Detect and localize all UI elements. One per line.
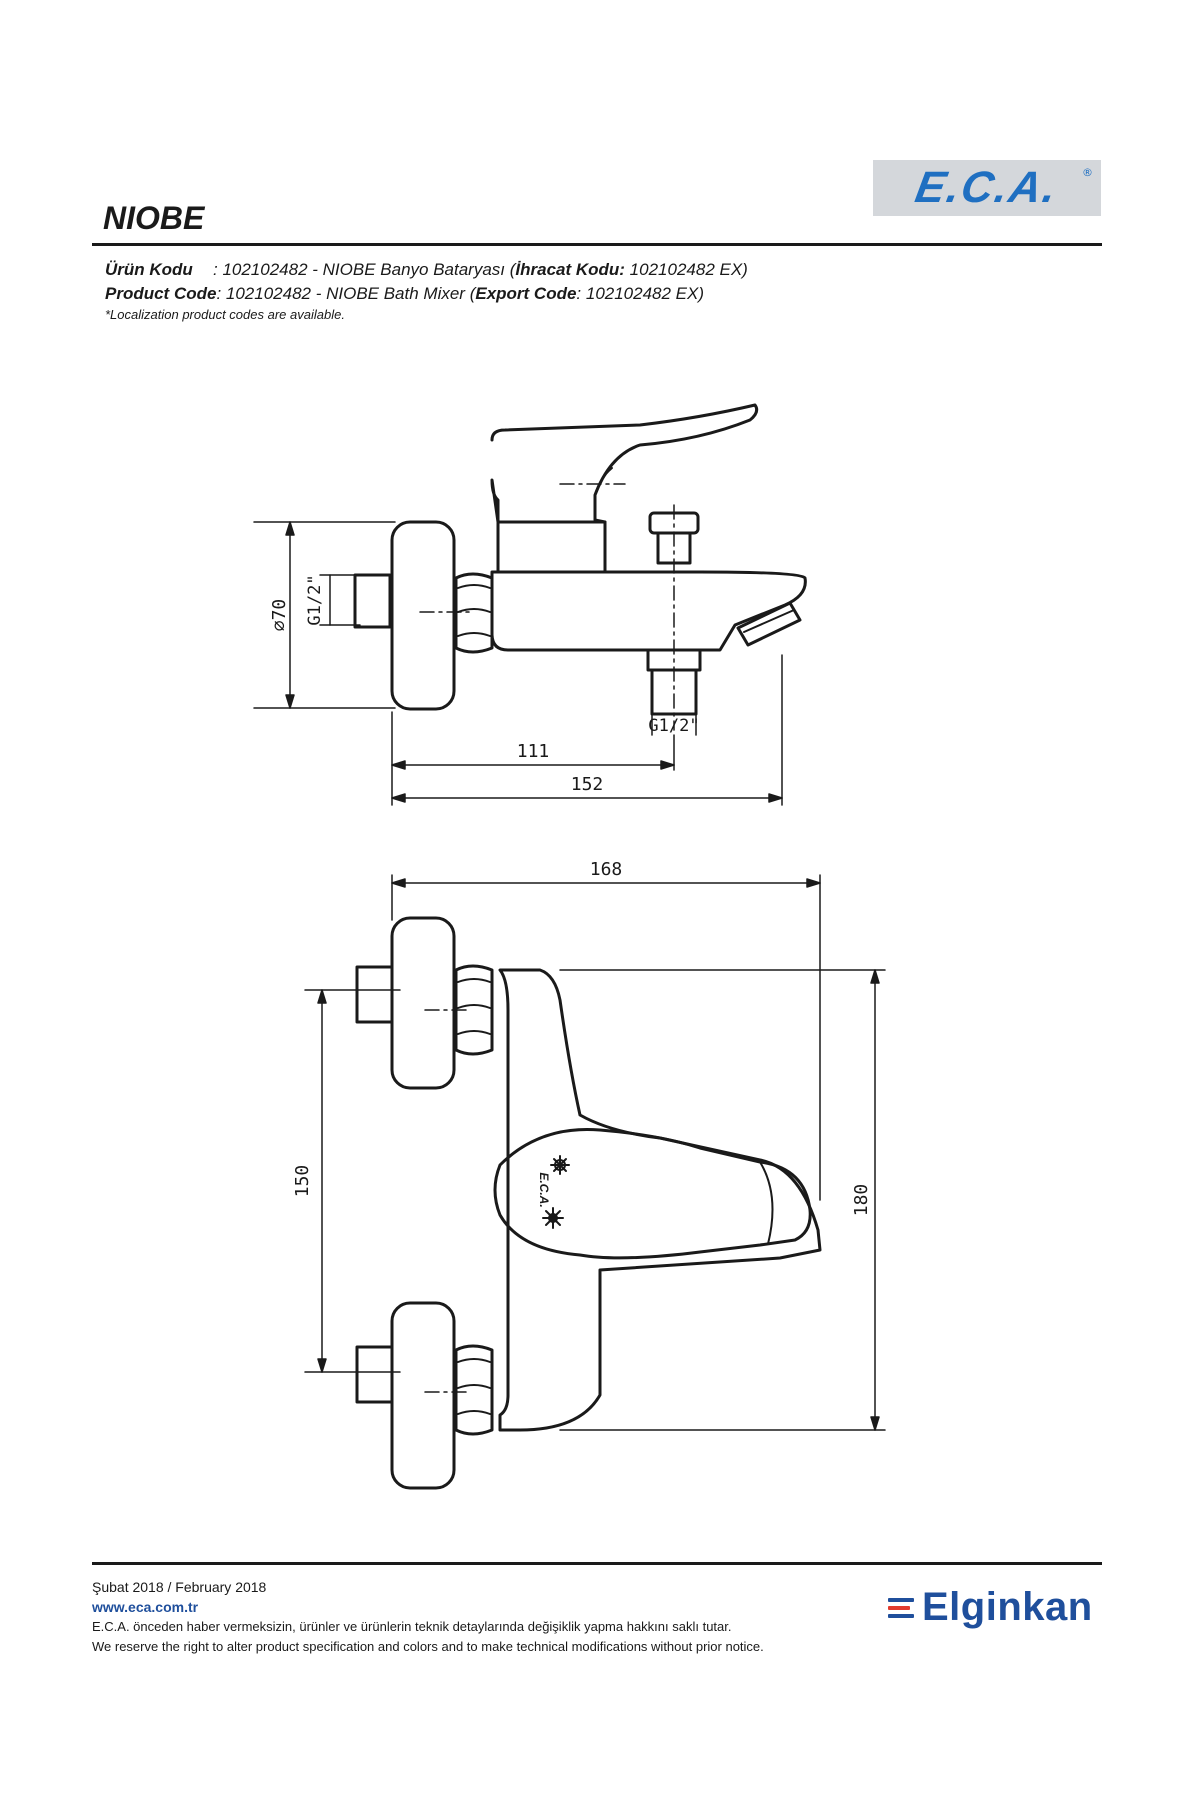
- elginkan-wordmark: Elginkan: [922, 1585, 1093, 1629]
- dim-inlet-thread: G1/2": [305, 574, 325, 625]
- dim-180: 180: [851, 1184, 872, 1217]
- dim-150: 150: [292, 1165, 313, 1198]
- upper-inlet-pipe: [355, 965, 394, 1024]
- code-value-en: : 102102482 - NIOBE Bath Mixer (: [216, 284, 476, 303]
- footer-divider: [92, 1562, 1102, 1565]
- wall-flange: [390, 520, 456, 711]
- outlet-pipe: [650, 668, 698, 716]
- export-label-en: Export Code: [475, 284, 577, 303]
- dim-length-lines: [391, 654, 783, 806]
- product-title: NIOBE: [103, 200, 205, 236]
- inlet-pipe: [353, 573, 392, 629]
- lower-union-nut: [454, 1344, 494, 1436]
- dim-diameter: ⌀70: [269, 599, 290, 632]
- union-nut: [454, 572, 494, 654]
- dim-outlet-lines: [651, 713, 697, 736]
- eca-logo: E.C.A. ®: [873, 160, 1101, 216]
- export-value-en: : 102102482 EX): [576, 284, 705, 303]
- hot-indicator-icon: [542, 1207, 564, 1229]
- side-view: ⌀70 G1/2": [253, 403, 807, 806]
- cartridge-housing: [496, 520, 607, 574]
- elginkan-bars-icon: [888, 1597, 914, 1619]
- dim-111: 111: [517, 741, 550, 762]
- lower-inlet-pipe: [355, 1345, 394, 1404]
- footer-disclaimer-tr: E.C.A. önceden haber vermeksizin, ürünle…: [92, 1619, 732, 1634]
- footer-disclaimer-en: We reserve the right to alter product sp…: [92, 1639, 764, 1654]
- handle-logo: E.C.A.: [537, 1172, 551, 1207]
- export-value-tr: 102102482 EX): [624, 260, 748, 279]
- elginkan-logo: Elginkan: [888, 1585, 1093, 1630]
- footer-date: Şubat 2018 / February 2018: [92, 1579, 267, 1595]
- mixer-body: [490, 570, 807, 652]
- dim-inlet-lines: [319, 574, 361, 626]
- dim-168-lines: [391, 874, 821, 1201]
- dim-152: 152: [571, 774, 604, 795]
- upper-wall-flange: [390, 916, 456, 1090]
- code-value-tr: : 102102482 - NIOBE Banyo Bataryası (: [213, 260, 516, 279]
- aerator: [736, 601, 802, 647]
- cold-indicator-icon: [550, 1155, 570, 1175]
- code-label-en: Product Code: [105, 284, 217, 303]
- localization-note: *Localization product codes are availabl…: [105, 307, 345, 322]
- registered-mark: ®: [1082, 166, 1093, 179]
- dim-outlet-thread: G1/2": [648, 716, 699, 736]
- dim-150-lines: [304, 989, 401, 1373]
- footer-website-link[interactable]: www.eca.com.tr: [92, 1599, 199, 1615]
- dim-180-lines: [559, 969, 886, 1431]
- lower-wall-flange: [390, 1301, 456, 1490]
- export-label-tr: İhracat Kodu:: [515, 260, 625, 279]
- upper-union-nut: [454, 964, 494, 1056]
- footer: Şubat 2018 / February 2018 www.eca.com.t…: [92, 1577, 764, 1657]
- lever-top: [493, 1127, 812, 1260]
- header-divider: [92, 243, 1102, 246]
- code-label-tr: Ürün Kodu: [105, 260, 193, 279]
- top-view: 168 E.C.A.: [292, 859, 886, 1490]
- code-row-en: Product Code: 102102482 - NIOBE Bath Mix…: [105, 282, 748, 306]
- body-top-outline: [498, 968, 822, 1432]
- code-row-tr: Ürün Kodu : 102102482 - NIOBE Banyo Batar…: [105, 258, 748, 282]
- product-codes: Ürün Kodu : 102102482 - NIOBE Banyo Batar…: [105, 258, 748, 324]
- lever-handle: [490, 403, 759, 524]
- dim-168: 168: [590, 859, 623, 880]
- dim-diameter-lines: [253, 521, 396, 709]
